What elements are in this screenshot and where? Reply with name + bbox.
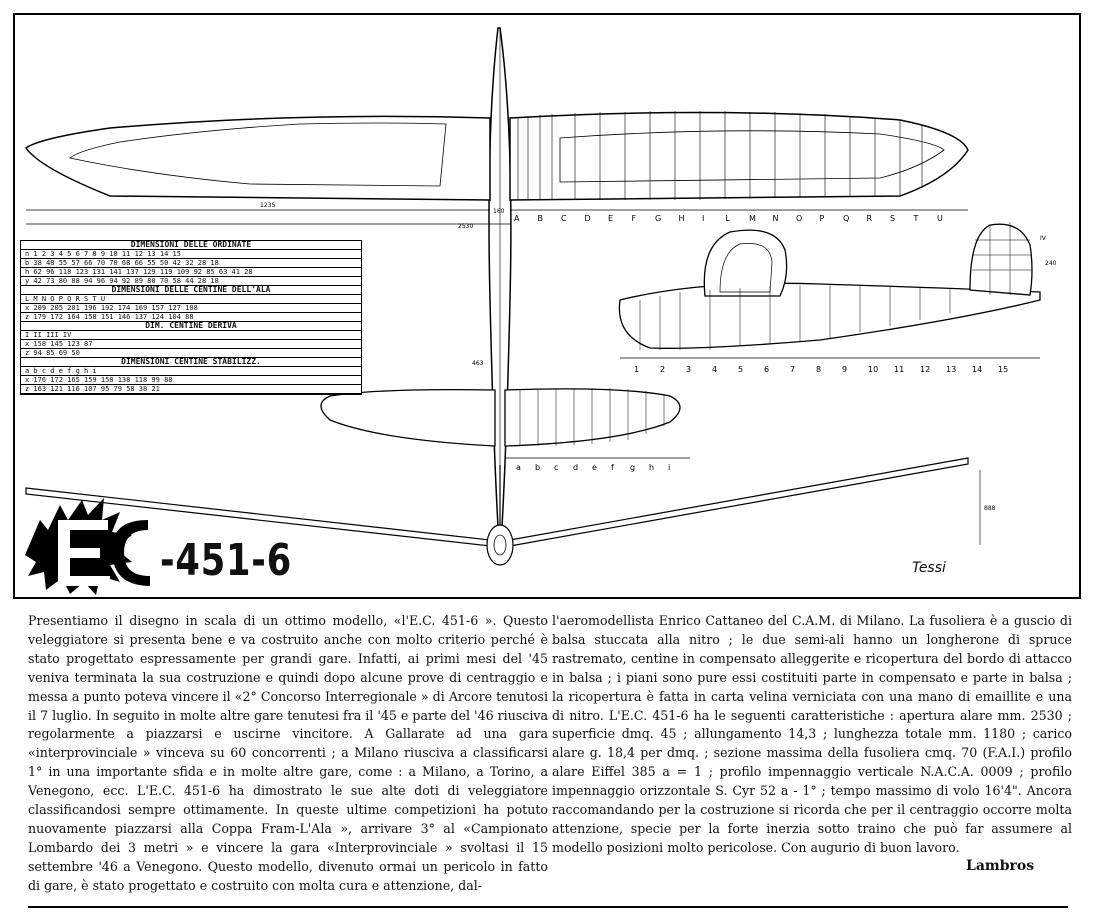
table-row: z 179 172 164 158 151 146 137 124 104 88 [21,313,361,322]
drawing-label: L [726,214,731,223]
drawing-label: 15 [998,365,1008,374]
dim-full-span: 2530 [458,223,473,230]
table-row: x 176 172 165 159 158 138 118 99 88 [21,376,361,385]
right-wing-plan [509,111,969,201]
drawing-label: N [773,214,779,223]
drawing-label: e [592,463,597,472]
dim-dihedral: 888 [984,505,996,512]
drawing-label: H [679,214,685,223]
drawing-label: 2 [660,365,665,374]
drawing-label: 1 [634,365,639,374]
table-row: h 62 96 118 123 131 141 137 129 119 109 … [21,268,361,277]
designer-signature: Tessi [912,560,946,576]
left-wing-plan [24,115,491,201]
ec-logo [25,498,150,595]
drawing-label: Q [843,214,849,223]
drawing-label: S [890,214,895,223]
table-title-ordinate: DIMENSIONI DELLE ORDINATE [21,241,361,250]
stabilizer-plan-right [504,388,681,447]
table-title-stab-ribs: DIMENSIONI CENTINE STABILIZZ. [21,358,361,367]
front-view-fuselage [486,524,514,566]
table-row: I II III IV [21,331,361,340]
article-author: Lambros [966,858,1035,874]
drawing-label: G [655,214,661,223]
table-row: z 94 85 69 50 [21,349,361,358]
drawing-label: 14 [972,365,982,374]
drawing-label: c [554,463,558,472]
drawing-label: T [913,214,919,223]
table-row: z 163 121 116 107 95 79 58 38 21 [21,385,361,394]
drawing-label: h [649,463,654,472]
table-row: x 209 205 201 196 192 174 169 157 127 10… [21,304,361,313]
fin [969,223,1033,296]
drawing-label: i [668,463,670,472]
drawing-label: E [608,214,613,223]
drawing-label: 7 [790,365,795,374]
bottom-rule [28,906,1068,908]
drawing-label: O [796,214,802,223]
table-row: y 42 73 80 88 94 96 94 92 89 80 70 58 44… [21,277,361,286]
fuselage-side-view [618,282,1041,349]
drawing-label: U [937,214,943,223]
drawing-label: 5 [738,365,743,374]
table-row: x 158 145 123 87 [21,340,361,349]
dimension-table: DIMENSIONI DELLE ORDINATE n 1 2 3 4 5 6 … [20,240,362,395]
drawing-label: C [561,214,567,223]
drawing-label: 9 [842,365,847,374]
dim-center: 160 [493,208,505,215]
drawing-label: D [585,214,591,223]
drawing-label: 13 [946,365,956,374]
article-left-column: Presentiamo il disegno in scala di un ot… [28,613,548,893]
drawing-label: f [611,463,614,472]
table-row: n 1 2 3 4 5 6 7 8 9 10 11 12 13 14 15 [21,250,361,259]
front-view-wing-right [509,457,969,547]
drawing-label: 6 [764,365,769,374]
table-row: a b c d e f g h i [21,367,361,376]
drawing-label: F [632,214,637,223]
stabilizer-plan [320,388,496,447]
drawing-label: 12 [920,365,930,374]
drawing-label: R [867,214,873,223]
drawing-label: d [573,463,578,472]
drawing-label: A [514,214,520,223]
drawing-label: b [535,463,540,472]
drawing-label: 10 [868,365,878,374]
model-name-logo: -451-6 [160,535,292,586]
table-row: b 38 48 55 57 66 70 70 68 66 55 50 42 32… [21,259,361,268]
table-row: L M N O P Q R S T U [21,295,361,304]
drawing-label: a [516,463,521,472]
dim-fin-height: 240 [1045,260,1057,267]
drawing-label: B [538,214,544,223]
dim-fin-roman: IV [1040,235,1047,242]
drawing-label: 8 [816,365,821,374]
article-right-column: l'aeromodellista Enrico Cattaneo del C.A… [552,613,1072,855]
pylon [703,229,788,297]
drawing-label: 11 [894,365,904,374]
drawing-label: 4 [712,365,717,374]
dim-stab: 463 [472,360,484,367]
table-title-wing-ribs: DIMENSIONI DELLE CENTINE DELL'ALA [21,286,361,295]
dim-half-span: 1235 [260,202,275,209]
drawing-label: M [749,214,756,223]
table-title-fin-ribs: DIM. CENTINE DERIVA [21,322,361,331]
drawing-label: g [630,463,635,472]
drawing-label: P [820,214,825,223]
drawing-label: 3 [686,365,691,374]
drawing-label: I [702,214,704,223]
